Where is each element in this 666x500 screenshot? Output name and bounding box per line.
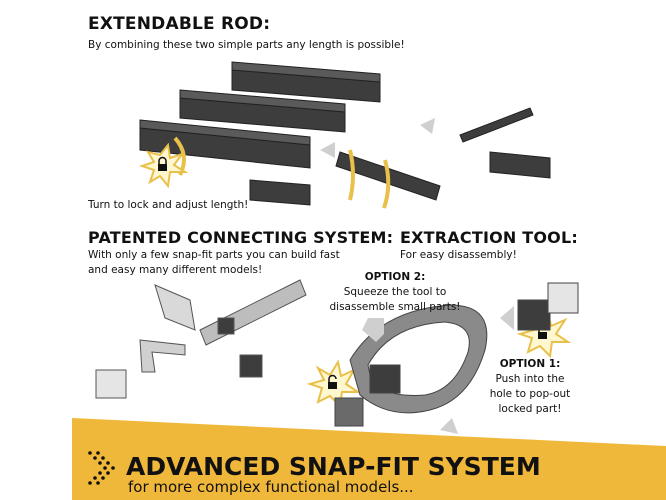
connecting-system-parts — [95, 279, 307, 399]
connecting-line: and easy many different models! — [88, 264, 263, 276]
rod-title: EXTENDABLE ROD: — [88, 14, 271, 34]
option1-line: hole to pop-out — [489, 388, 571, 400]
option1-callout: OPTION 1: Push into the hole to pop-out … — [480, 357, 580, 417]
connecting-line: With only a few snap-fit parts you can b… — [88, 249, 340, 261]
option2-line: disassemble small parts! — [329, 301, 461, 313]
option1-line: locked part! — [498, 403, 562, 415]
option1-title: OPTION 1: — [499, 358, 561, 370]
extraction-tool — [334, 282, 579, 427]
option2-line: Squeeze the tool to — [343, 286, 447, 298]
option2-callout: OPTION 2: Squeeze the tool to disassembl… — [320, 270, 470, 315]
rod-caption: Turn to lock and adjust length! — [88, 199, 249, 211]
banner-background — [72, 418, 666, 500]
extraction-subtitle: For easy disassembly! — [400, 249, 517, 261]
banner-subtitle: for more complex functional models... — [128, 478, 414, 496]
extraction-title: EXTRACTION TOOL: — [400, 228, 578, 247]
option2-title: OPTION 2: — [364, 271, 426, 283]
rod-subtitle: By combining these two simple parts any … — [88, 39, 405, 51]
banner-title: ADVANCED SNAP-FIT SYSTEM — [126, 452, 541, 481]
direction-arrows — [320, 118, 435, 158]
connecting-title: PATENTED CONNECTING SYSTEM: — [88, 228, 394, 247]
extendable-rod-parts — [139, 61, 551, 206]
chevron-dots-icon — [88, 451, 115, 485]
extraction-arrows — [362, 306, 514, 434]
option1-line: Push into the — [495, 373, 565, 385]
connecting-description: With only a few snap-fit parts you can b… — [88, 248, 340, 278]
